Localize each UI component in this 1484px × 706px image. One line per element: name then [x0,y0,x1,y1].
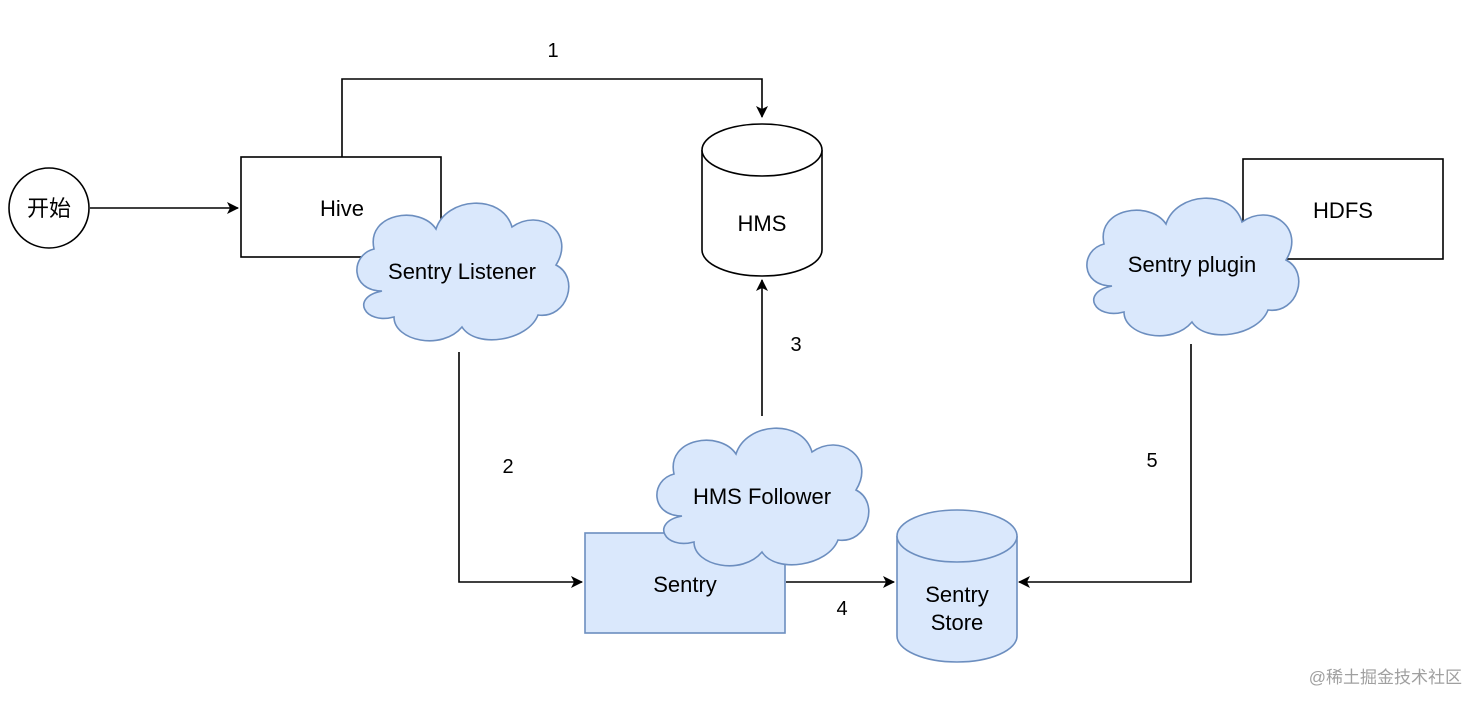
hdfs-label: HDFS [1313,198,1373,223]
watermark-text: @稀土掘金技术社区 [1309,668,1462,687]
sentry-store-node: Sentry Store [896,509,1018,663]
start-label: 开始 [27,196,71,221]
hdfs-node: HDFS [1242,158,1444,260]
start-node: 开始 [8,167,90,249]
sentry-plugin-label: Sentry plugin [1128,252,1256,277]
sentry-store-label-line1: Sentry [925,582,989,607]
hms-label: HMS [738,211,787,236]
edge-3-label: 3 [790,334,801,356]
edge-2-listener-to-sentry [458,352,583,588]
edge-1-hive-to-hms [341,78,768,157]
sentry-plugin-cloud: Sentry plugin [1086,197,1300,337]
edge-2-label: 2 [502,456,513,478]
edge-5-label: 5 [1146,450,1157,472]
hms-follower-cloud: HMS Follower [656,427,870,567]
edge-5-plugin-to-store [1018,344,1192,588]
edge-1-label: 1 [547,40,558,62]
hive-label: Hive [320,196,364,221]
edge-4-label: 4 [836,598,847,620]
hms-node: HMS [701,123,823,277]
sentry-listener-label: Sentry Listener [388,259,536,284]
sentry-label: Sentry [653,572,717,597]
hms-follower-label: HMS Follower [693,484,831,509]
sentry-listener-cloud: Sentry Listener [356,202,570,342]
sentry-store-label-line2: Store [931,610,984,635]
